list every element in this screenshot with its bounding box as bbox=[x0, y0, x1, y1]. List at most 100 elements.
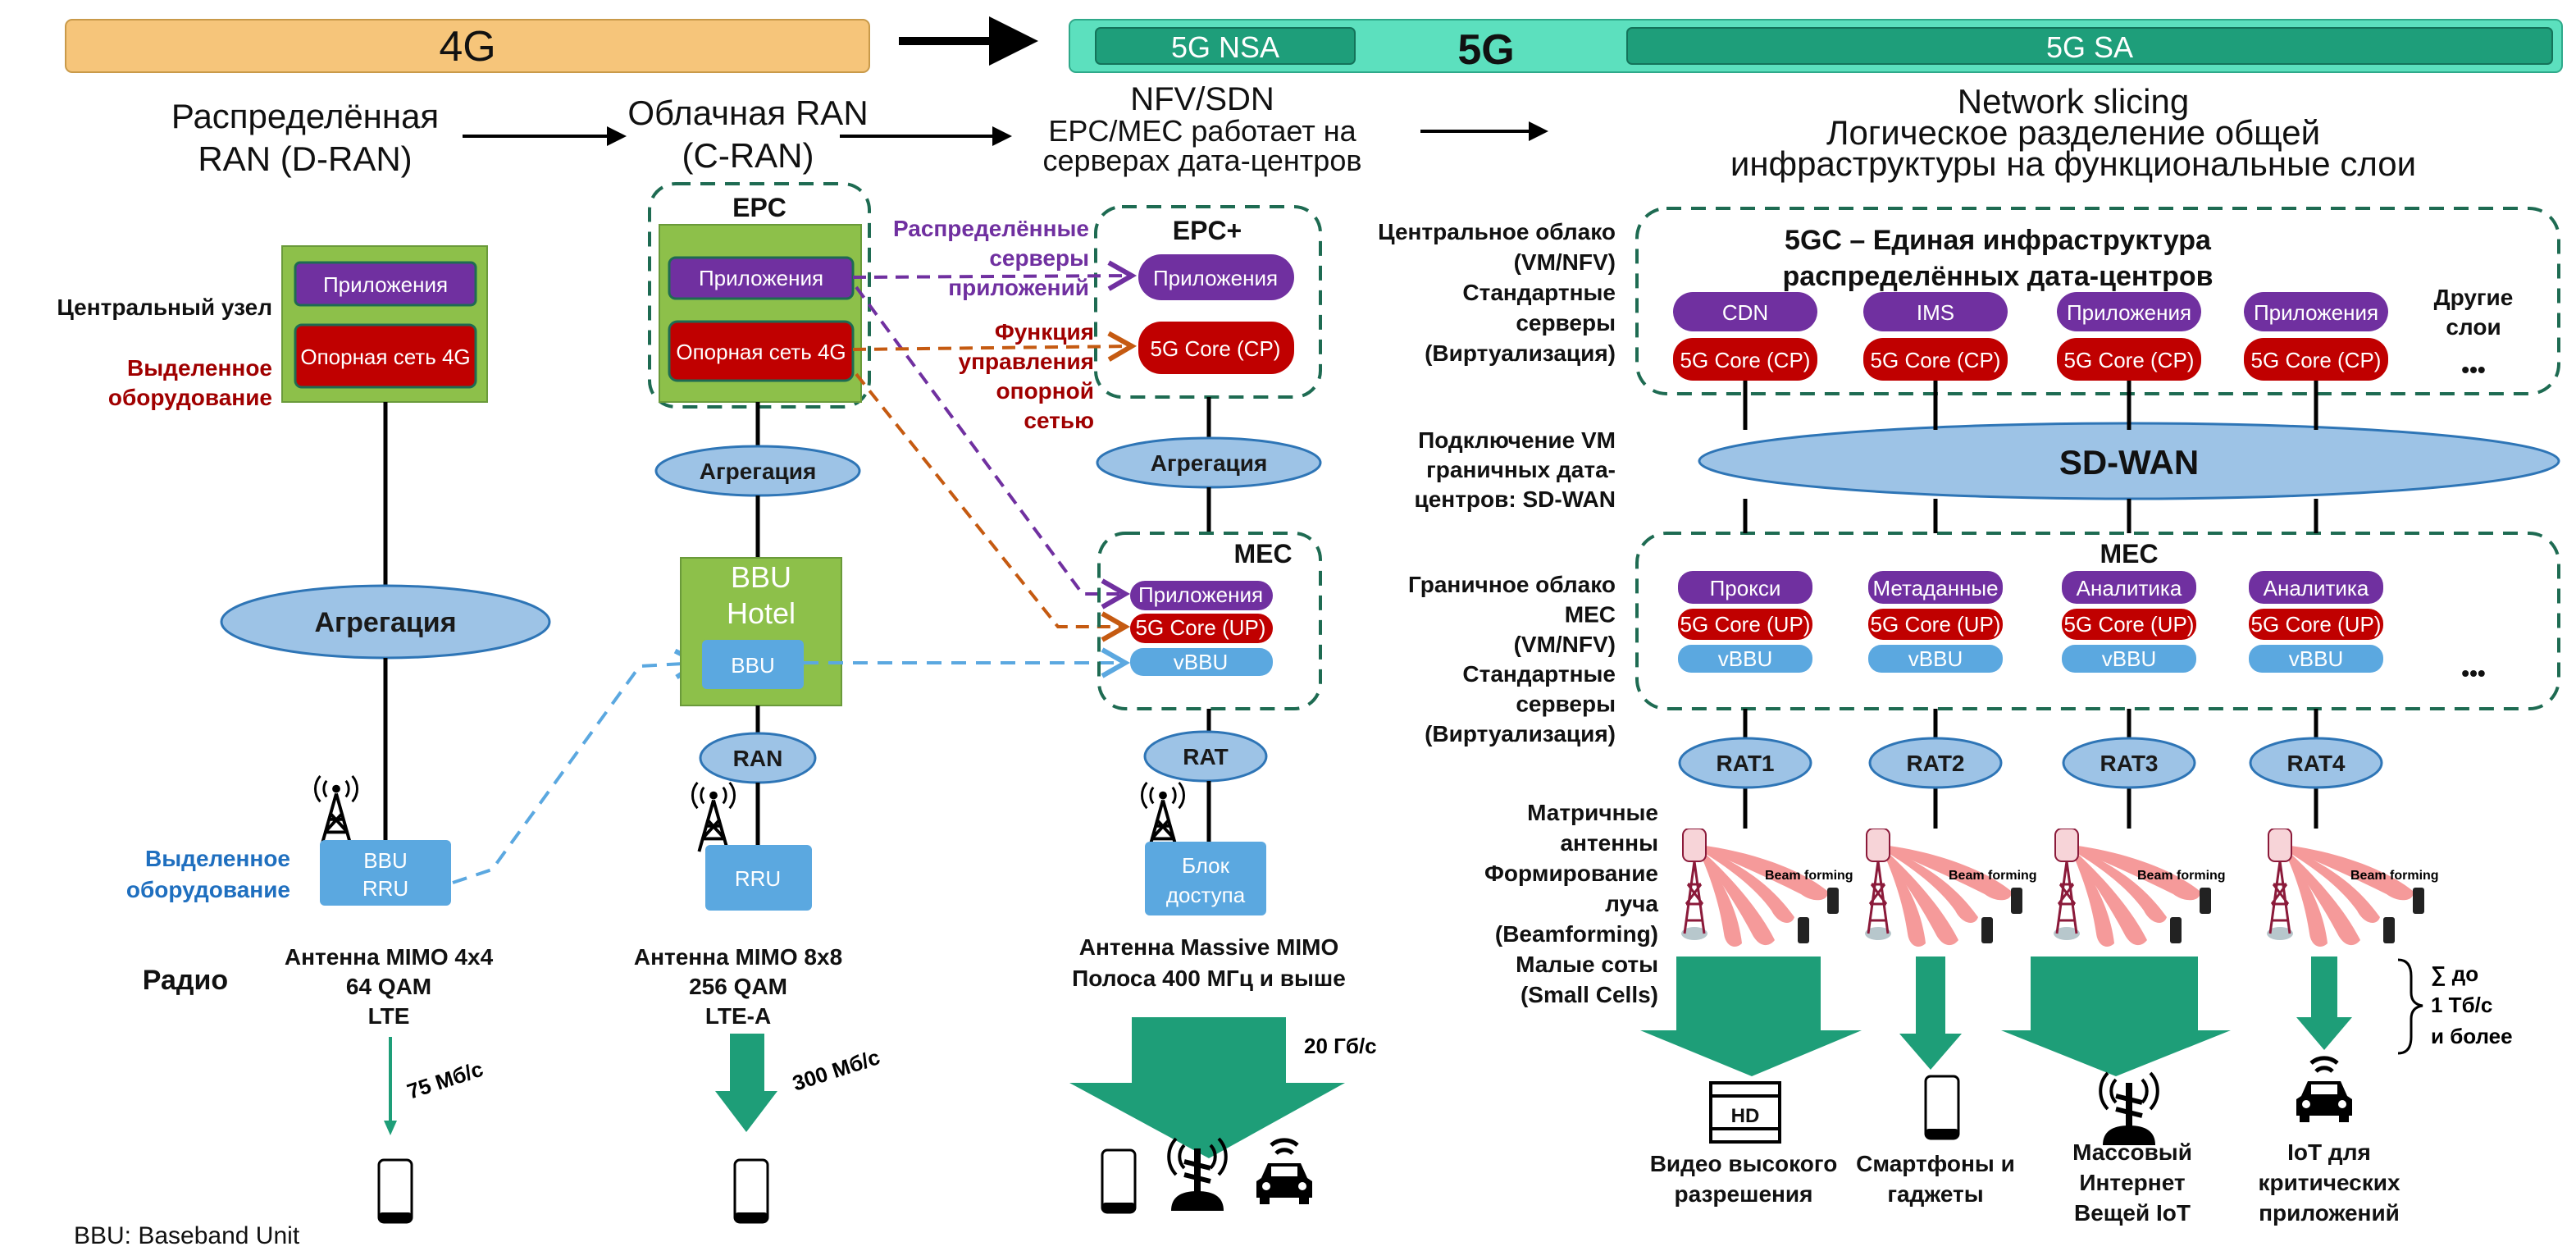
throughput-arrow bbox=[1899, 957, 1962, 1070]
5g-core-cp-label: 5G Core (CP) bbox=[2064, 348, 2195, 372]
smartphone-icon bbox=[1101, 1148, 1137, 1214]
total-throughput: ∑ до bbox=[2431, 961, 2478, 986]
rat-ellipse bbox=[1678, 737, 1812, 789]
mec-title: MEC bbox=[1233, 539, 1292, 568]
5g-core-up-pill bbox=[2062, 609, 2196, 640]
sdwan-title: SD-WAN bbox=[2059, 443, 2199, 482]
service-label: гаджеты bbox=[1887, 1181, 1983, 1207]
5g-core-cp-label: 5G Core (CP) bbox=[2251, 348, 2382, 372]
service-label: Вещей IoT bbox=[2074, 1200, 2191, 1226]
epc-title: EPC bbox=[732, 193, 786, 222]
5g-core-cp-pill bbox=[1863, 338, 2008, 381]
iot-antenna-icon bbox=[2100, 1073, 2158, 1145]
vbbu-pill bbox=[2062, 645, 2196, 673]
nfv-column: Распределённые серверы приложений Функци… bbox=[804, 205, 1377, 1214]
rat-ellipse bbox=[1143, 730, 1268, 783]
5g-core-up-pill bbox=[1130, 614, 1273, 643]
stage-slicing: Логическое разделение общей bbox=[1826, 113, 2320, 152]
smartphone-icon bbox=[733, 1158, 769, 1224]
slice-app-label: Приложения bbox=[2254, 300, 2378, 325]
cell-tower-icon bbox=[691, 781, 736, 853]
antenna-spec: Антенна Massive MIMO bbox=[1079, 934, 1339, 960]
access-unit-box bbox=[1145, 842, 1266, 915]
mec-apps-label: Приложения bbox=[1138, 582, 1263, 607]
5g-core-up-label: 5G Core (UP) bbox=[2251, 612, 2382, 637]
vbbu-pill bbox=[2249, 645, 2383, 673]
5g-core-cp-pill bbox=[2244, 338, 2388, 381]
edge-mec-dashed-group bbox=[1635, 532, 2560, 710]
edge-app-pill bbox=[2249, 571, 2383, 604]
5g-core-cp-pill bbox=[1138, 322, 1294, 374]
stage-nfv: NFV/SDN bbox=[1130, 81, 1274, 117]
smartphone-icon bbox=[377, 1158, 413, 1224]
apps-migration-link bbox=[855, 285, 1131, 610]
throughput-label: 300 Мб/с bbox=[790, 1044, 883, 1096]
throughput-arrow bbox=[1640, 957, 1862, 1076]
beamforming-label: Beam forming bbox=[1765, 869, 1853, 883]
edge-app-pill bbox=[1678, 571, 1812, 604]
mec-dashed-group bbox=[1097, 532, 1322, 710]
vbbu-label: vBBU bbox=[1908, 646, 1963, 671]
stage-slicing: инфраструктуры на функциональные слои bbox=[1730, 144, 2416, 183]
5g-core-up-pill bbox=[1678, 609, 1812, 640]
access-unit-label: Блок bbox=[1182, 853, 1230, 878]
edge-cloud-label-line: Граничное облако bbox=[1408, 572, 1616, 597]
apps-pill bbox=[1138, 254, 1294, 300]
throughput-label: 20 Гб/с bbox=[1304, 1034, 1377, 1058]
central-cloud-label-line: (Виртуализация) bbox=[1425, 340, 1616, 366]
other-layers-label: слои bbox=[2446, 314, 2501, 340]
beamforming-antenna-icon bbox=[1680, 829, 1840, 948]
central-cloud-label-line: Центральное облако bbox=[1378, 219, 1616, 244]
beamforming-antenna-icon bbox=[1863, 829, 2024, 948]
rat-label: RAT1 bbox=[1716, 751, 1774, 776]
vbbu-label: vBBU bbox=[1174, 650, 1228, 674]
5g-core-up-label: 5G Core (UP) bbox=[1680, 612, 1811, 637]
stage-slicing: Network slicing bbox=[1958, 82, 2189, 121]
throughput-arrow bbox=[715, 1034, 777, 1132]
vbbu-pill bbox=[1130, 648, 1273, 676]
5g-core-cp-pill bbox=[1673, 338, 1817, 381]
edge-app-label: Аналитика bbox=[2077, 576, 2182, 600]
core4g-box bbox=[294, 323, 477, 389]
antenna-label-line: антенны bbox=[1560, 830, 1658, 856]
other-layers-label: Другие bbox=[2434, 285, 2514, 310]
dedicated-hw-label: оборудование bbox=[108, 385, 272, 410]
central-cloud-title: 5GC – Единая инфраструктура bbox=[1785, 225, 2212, 256]
aggregation-label: Агрегация bbox=[700, 459, 817, 484]
more-ellipsis: ••• bbox=[2461, 357, 2485, 382]
vbbu-pill bbox=[1868, 645, 2003, 673]
bbu-rru-box bbox=[320, 840, 451, 906]
cran-column: EPC Приложения Опорная сеть 4G Агрегация… bbox=[634, 182, 883, 1224]
slice-app-label: IMS bbox=[1917, 300, 1954, 325]
core4g-box bbox=[668, 320, 855, 382]
sdwan-label-line: центров: SD-WAN bbox=[1415, 486, 1616, 512]
rat-ellipse bbox=[2249, 737, 2383, 789]
beamforming-antenna-icon bbox=[2265, 829, 2426, 948]
bbu-label: BBU bbox=[731, 653, 774, 678]
slice-app-pill bbox=[2057, 292, 2201, 331]
fronthaul-dashed-link bbox=[452, 648, 704, 884]
throughput-label: 75 Мб/с bbox=[404, 1057, 486, 1104]
apps-box bbox=[668, 256, 855, 300]
rat-label: RAT4 bbox=[2286, 751, 2345, 776]
antenna-label-line: Формирование bbox=[1484, 861, 1658, 886]
mec-apps-pill bbox=[1130, 581, 1273, 610]
antenna-label-line: (Small Cells) bbox=[1521, 982, 1658, 1007]
beamforming-label: Beam forming bbox=[2137, 869, 2226, 883]
cell-tower-icon bbox=[1140, 781, 1186, 853]
core4g-label: Опорная сеть 4G bbox=[300, 345, 470, 369]
service-label: приложений bbox=[2259, 1200, 2400, 1226]
5g-sa-label: 5G SA bbox=[2046, 30, 2133, 64]
edge-mec-title: MEC bbox=[2100, 539, 2158, 568]
antenna-spec: LTE bbox=[368, 1003, 410, 1029]
slice-app-label: CDN bbox=[1722, 300, 1768, 325]
rru-box bbox=[705, 845, 812, 911]
vbbu-label: vBBU bbox=[2102, 646, 2156, 671]
dedicated-hw-label: Выделенное bbox=[145, 846, 290, 871]
stage-headings: Распределённая RAN (D-RAN) Облачная RAN … bbox=[171, 81, 2416, 183]
core-migration-link bbox=[855, 372, 1131, 642]
core4g-label: Опорная сеть 4G bbox=[676, 340, 846, 364]
bbu-box bbox=[702, 640, 804, 689]
smartphone-icon bbox=[1924, 1075, 1960, 1140]
